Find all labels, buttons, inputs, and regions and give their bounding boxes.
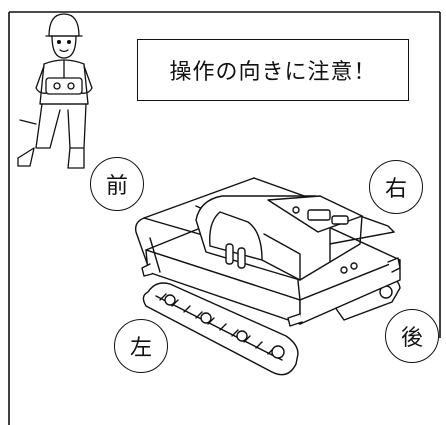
caution-message: 操作の向きに注意！ <box>137 39 409 101</box>
operator-figure <box>17 13 93 169</box>
direction-label-left: 左 <box>114 319 168 373</box>
tracked-mower <box>134 177 401 376</box>
direction-label-right: 右 <box>369 160 423 214</box>
direction-label-back: 後 <box>385 309 439 363</box>
direction-label-front: 前 <box>90 157 144 211</box>
